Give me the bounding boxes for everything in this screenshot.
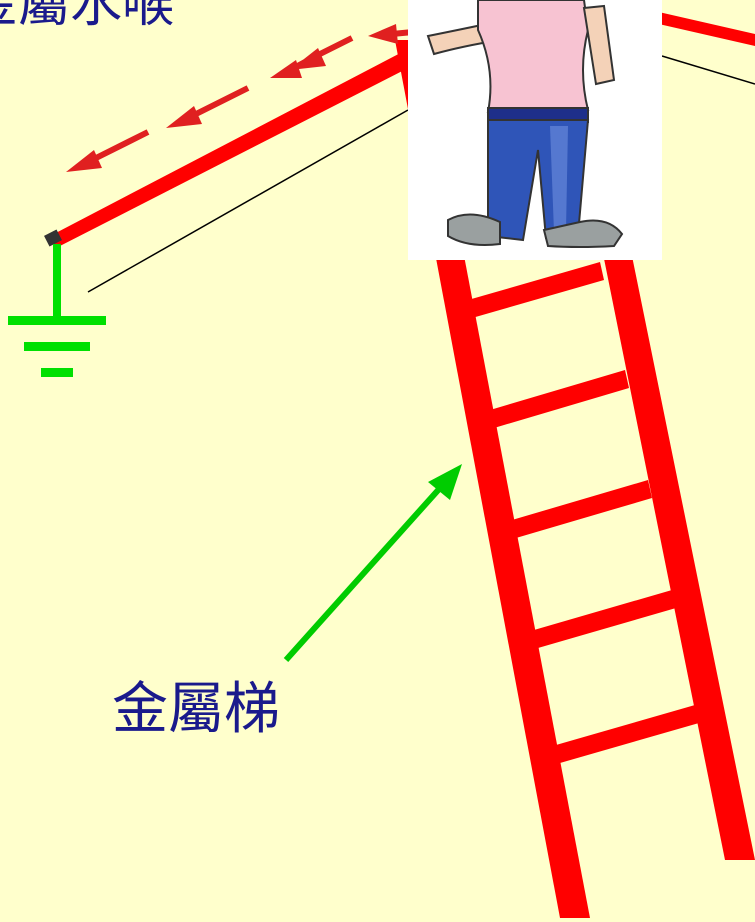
- ladder-pointer-arrow: [283, 464, 462, 663]
- current-arrow-icon: [166, 85, 250, 128]
- leader-line: [661, 55, 755, 85]
- ground-symbol-icon: [8, 244, 106, 377]
- ladder-label: 金屬梯: [112, 677, 280, 742]
- current-arrow-icon: [66, 129, 150, 172]
- ladder-rung: [534, 590, 676, 648]
- pipe-label: 金屬水喉: [0, 0, 175, 34]
- leader-line: [87, 109, 409, 293]
- ladder-rung: [556, 705, 699, 763]
- metal-pipe: [44, 10, 755, 248]
- ladder-rung: [490, 370, 629, 428]
- current-arrow-icon: [270, 59, 307, 78]
- ladder-rung: [512, 480, 652, 538]
- person-illustration: [408, 0, 662, 260]
- ladder-rung: [468, 262, 604, 318]
- person-icon: [426, 0, 624, 248]
